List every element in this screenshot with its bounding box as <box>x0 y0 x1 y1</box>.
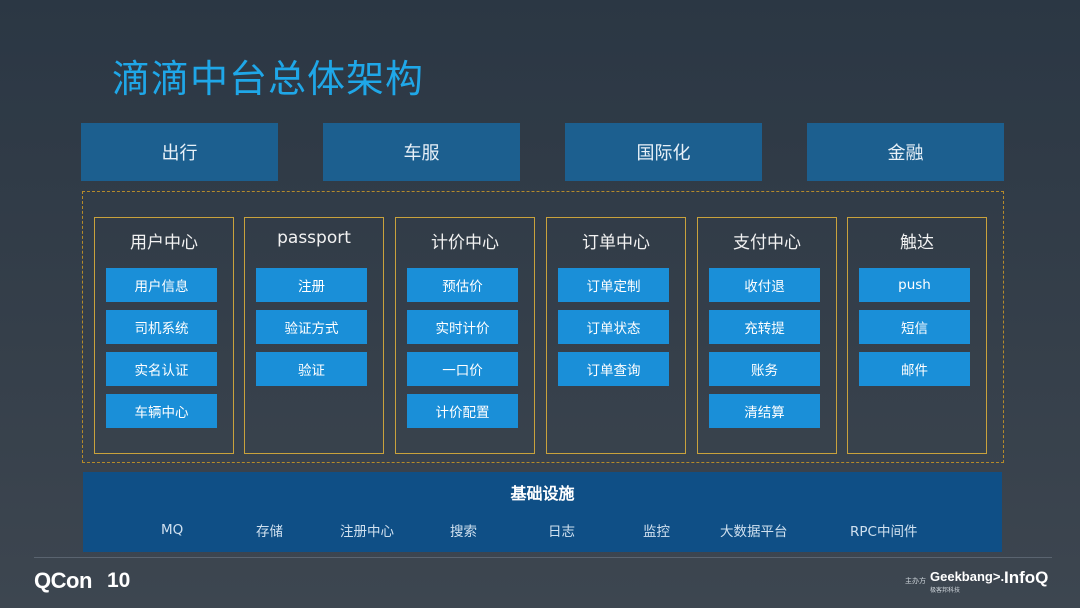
module-item: 验证 <box>256 352 367 386</box>
module-item: 一口价 <box>407 352 518 386</box>
module-item: 收付退 <box>709 268 820 302</box>
module-item: 计价配置 <box>407 394 518 428</box>
infra-item: 存储 <box>256 524 283 540</box>
module-item: 实名认证 <box>106 352 217 386</box>
business-line-finance: 金融 <box>807 123 1004 181</box>
business-line-international: 国际化 <box>565 123 762 181</box>
module-passport: passport 注册 验证方式 验证 <box>244 217 384 454</box>
infrastructure-panel: 基础设施 MQ 存储 注册中心 搜索 日志 监控 大数据平台 RPC中间件 <box>83 472 1002 552</box>
qcon-logo: QCon <box>34 568 92 593</box>
module-item: 账务 <box>709 352 820 386</box>
module-title: 触达 <box>900 233 934 253</box>
module-title: 支付中心 <box>733 233 801 253</box>
qcon-anniversary-logo: 10 <box>107 569 131 592</box>
geekbang-subtitle: 极客邦科技 <box>930 587 961 594</box>
module-item: 订单查询 <box>558 352 669 386</box>
module-reach: 触达 push 短信 邮件 <box>847 217 987 454</box>
infra-item: 注册中心 <box>340 524 394 540</box>
module-item: 实时计价 <box>407 310 518 344</box>
business-line-travel: 出行 <box>81 123 278 181</box>
middle-platform-frame <box>82 191 1004 463</box>
module-title: 计价中心 <box>431 233 499 253</box>
module-item: 验证方式 <box>256 310 367 344</box>
module-item: 订单状态 <box>558 310 669 344</box>
footer-divider <box>34 557 1052 558</box>
module-item: 用户信息 <box>106 268 217 302</box>
module-pricing-center: 计价中心 预估价 实时计价 一口价 计价配置 <box>395 217 535 454</box>
module-item: 司机系统 <box>106 310 217 344</box>
module-title: passport <box>277 228 351 248</box>
module-user-center: 用户中心 用户信息 司机系统 实名认证 车辆中心 <box>94 217 234 454</box>
infra-item: MQ <box>161 522 184 538</box>
module-item: 预估价 <box>407 268 518 302</box>
module-title: 用户中心 <box>130 233 198 253</box>
module-payment-center: 支付中心 收付退 充转提 账务 清结算 <box>697 217 837 454</box>
module-item: 邮件 <box>859 352 970 386</box>
infrastructure-title: 基础设施 <box>510 484 575 503</box>
module-item: 注册 <box>256 268 367 302</box>
geekbang-logo: Geekbang>. <box>930 569 1005 584</box>
module-item: 清结算 <box>709 394 820 428</box>
infra-item: 大数据平台 <box>720 524 788 540</box>
module-item: push <box>859 268 970 302</box>
module-item: 充转提 <box>709 310 820 344</box>
infra-item: 日志 <box>548 524 575 540</box>
module-item: 订单定制 <box>558 268 669 302</box>
infra-item: 搜索 <box>450 524 477 540</box>
module-item: 车辆中心 <box>106 394 217 428</box>
slide-title: 滴滴中台总体架构 <box>112 57 425 101</box>
infra-item: RPC中间件 <box>850 524 918 540</box>
infoq-logo: InfoQ <box>1004 568 1049 587</box>
module-item: 短信 <box>859 310 970 344</box>
business-line-car-service: 车服 <box>323 123 520 181</box>
module-title: 订单中心 <box>582 233 650 253</box>
host-label: 主办方 <box>905 577 926 585</box>
module-order-center: 订单中心 订单定制 订单状态 订单查询 <box>546 217 686 454</box>
infra-item: 监控 <box>643 524 670 540</box>
